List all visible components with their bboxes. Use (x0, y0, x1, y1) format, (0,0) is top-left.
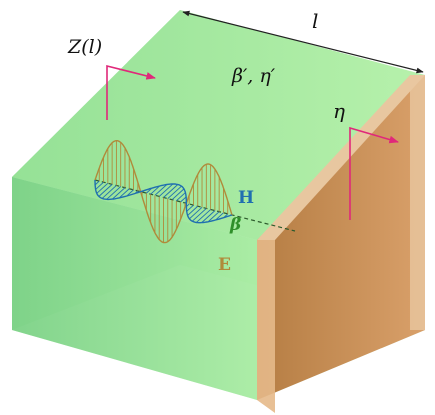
propagation-constant-label: β (229, 215, 241, 235)
slab-params-label: β′, η′ (231, 65, 276, 87)
h-wave-hatch (150, 185, 161, 195)
slab-front-face (12, 177, 257, 400)
h-wave-hatch (154, 184, 168, 196)
load-front-face (257, 240, 275, 413)
load-impedance-label: η (333, 99, 345, 123)
h-wave-hatch (215, 212, 224, 221)
h-wave-curve (94, 180, 233, 224)
h-wave-hatch (189, 207, 203, 220)
electric-field-label: E (218, 255, 231, 275)
h-wave-hatch (101, 185, 117, 199)
h-wave-hatch (106, 186, 121, 200)
magnetic-field-label: H (238, 188, 254, 208)
h-wave-hatch (191, 208, 207, 222)
h-wave-hatch (163, 184, 179, 198)
h-wave-hatch (187, 205, 199, 216)
h-wave-hatch (171, 188, 185, 201)
magnetic-field-wave (94, 180, 233, 224)
h-wave-hatch (95, 181, 104, 190)
electric-field-wave (94, 140, 233, 244)
h-wave-hatch (201, 210, 216, 223)
h-wave-hatch (207, 211, 220, 223)
h-wave-hatch (158, 183, 174, 197)
length-arrow (182, 10, 424, 74)
h-wave-hatch (112, 187, 126, 200)
load-impedance-axis-arrow (349, 126, 399, 220)
e-wave-curve (94, 140, 233, 244)
h-wave-hatch (167, 185, 182, 199)
impedance-axis-arrow (106, 64, 156, 120)
length-label: l (312, 9, 318, 33)
load-back-edge (410, 75, 425, 330)
h-wave-hatch (176, 192, 186, 202)
h-wave-hatch (118, 188, 130, 199)
h-wave-hatch (96, 182, 109, 194)
load-side-face (257, 75, 425, 400)
h-wave-hatch (94, 180, 100, 186)
load-top-edge (257, 75, 425, 240)
h-wave-hatch (186, 204, 194, 212)
h-wave-hatch (180, 196, 187, 203)
h-wave-hatch (98, 184, 113, 197)
h-wave-hatch (196, 209, 211, 223)
impedance-label: Z(l) (67, 36, 102, 58)
